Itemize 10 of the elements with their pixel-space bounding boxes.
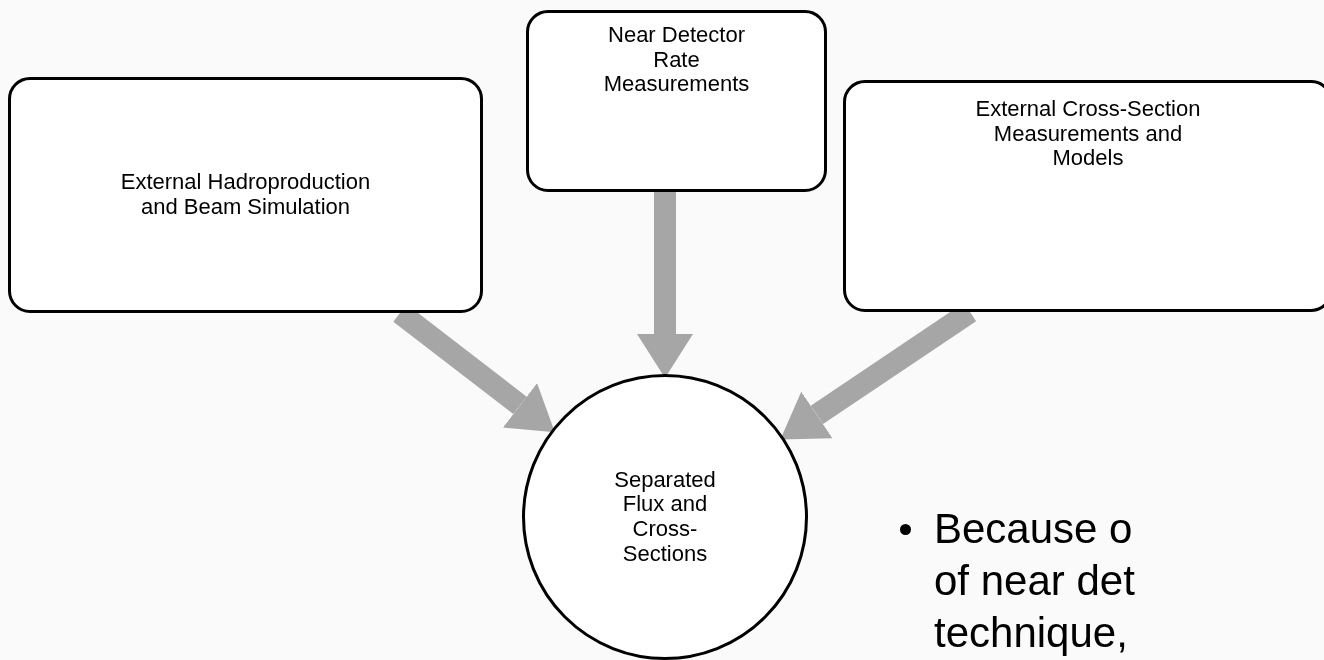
process-box <box>8 77 483 313</box>
bullet-text: of near det <box>934 560 1135 602</box>
bullet-text: technique, <box>934 612 1128 654</box>
node-text: Near Detector Rate Measurements <box>602 23 751 97</box>
process-box <box>526 10 827 192</box>
node-text: External Hadroproduction and Beam Simulation <box>119 170 372 220</box>
process-box <box>843 80 1324 312</box>
node-text: External Cross-Section Measurements and Models <box>974 97 1202 171</box>
bullet-text: Because o <box>934 508 1133 550</box>
node-text: Separated Flux and Cross-Sections <box>613 467 717 567</box>
